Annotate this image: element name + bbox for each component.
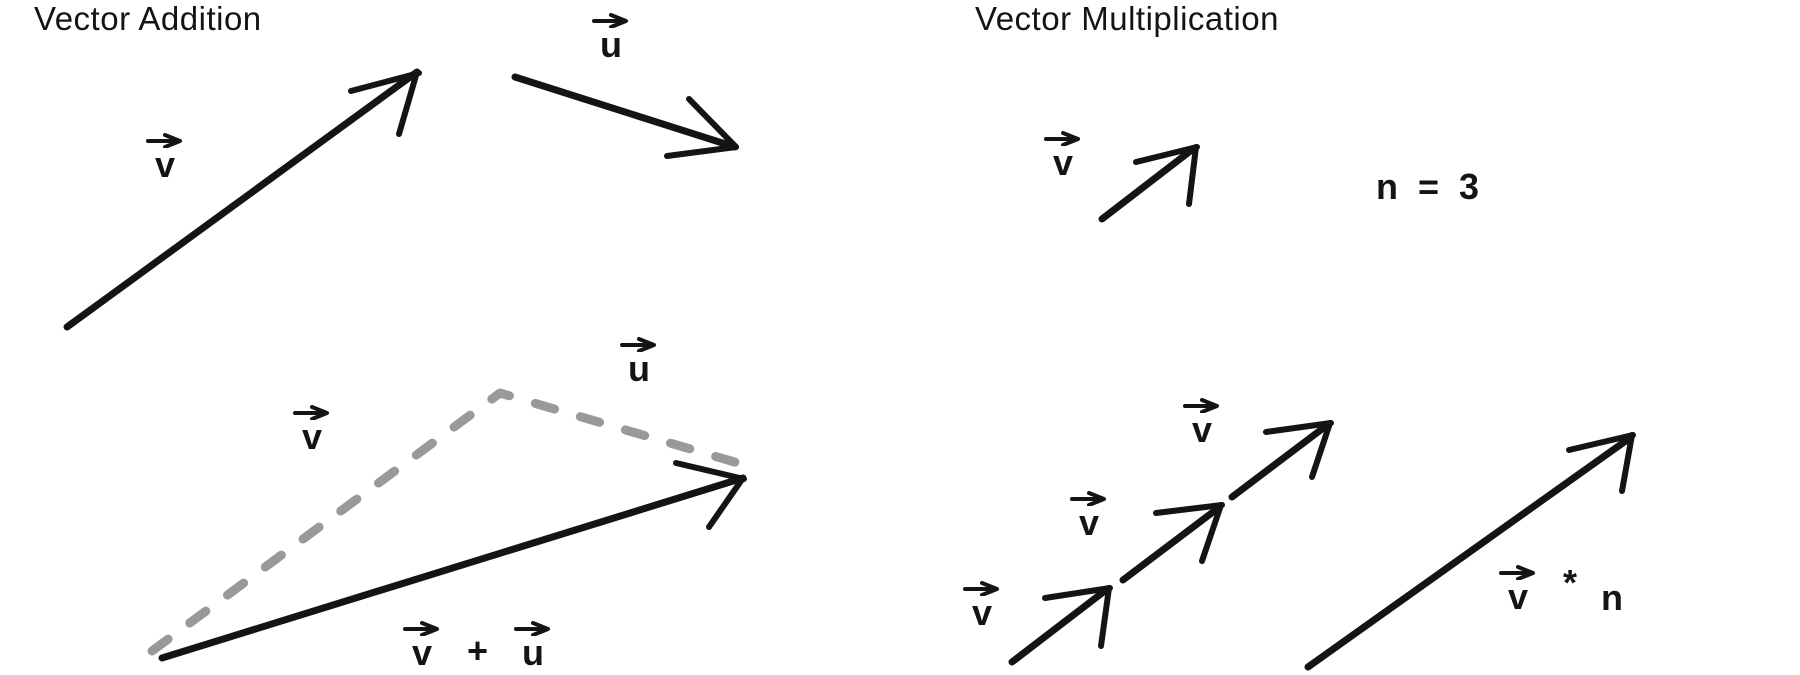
label-product-v: v: [1497, 564, 1539, 617]
vector-arrow-icon: [1499, 565, 1535, 580]
n-equals-3-equation: n = 3: [1376, 166, 1480, 207]
vector-letter: u: [600, 24, 622, 65]
label-vector-u: u: [590, 12, 632, 65]
label-sum-u: u: [512, 620, 554, 673]
label-chain-v1: v: [961, 580, 1003, 633]
addition-dashed-path: [147, 388, 753, 656]
vector-arrow-icon: [514, 621, 551, 636]
vector-letter: v: [971, 592, 993, 633]
vector-arrow-icon: [592, 13, 628, 28]
vector-arrow-icon: [1070, 491, 1106, 506]
vector-letter: v: [1078, 502, 1100, 543]
addition-sum-vector-arrow: [158, 460, 747, 662]
label-right-v: v: [1042, 130, 1084, 183]
vector-letter: u: [522, 632, 545, 673]
chain-vector-v3-arrow: [1228, 420, 1334, 501]
vector-arrow-icon: [403, 621, 439, 636]
vector-letter: v: [1507, 576, 1529, 617]
vector-letter: v: [1052, 142, 1074, 183]
star-operator: *: [1563, 562, 1578, 604]
vector-letter: v: [301, 416, 323, 457]
label-sum-expression: v + u: [401, 620, 554, 673]
label-chain-v2: v: [1068, 490, 1110, 543]
label-dashed-u: u: [618, 336, 660, 389]
vector-letter: v: [1191, 409, 1213, 450]
right-panel-title: Vector Multiplication: [975, 0, 1279, 37]
vector-arrow-icon: [620, 337, 656, 352]
plus-operator: +: [467, 630, 489, 672]
vector-arrow-icon: [146, 133, 182, 148]
label-chain-v3: v: [1181, 397, 1223, 450]
vector-letter: u: [628, 348, 650, 389]
product-vector-arrow: [1304, 432, 1636, 671]
left-vector-u-arrow: [511, 73, 739, 159]
vector-arrow-icon: [293, 405, 329, 420]
chain-vector-v1-arrow: [1008, 585, 1113, 666]
label-dashed-v: v: [291, 404, 333, 457]
vector-arrow-icon: [1183, 398, 1219, 413]
scalar-n-letter: n: [1601, 577, 1624, 619]
vector-letter: v: [411, 632, 433, 673]
label-product-expression: v * n: [1497, 562, 1624, 619]
vector-letter: v: [154, 144, 176, 185]
left-vector-v-arrow: [63, 68, 422, 331]
chain-vector-v2-arrow: [1119, 502, 1225, 584]
vector-arrow-icon: [1044, 131, 1080, 146]
vector-arrow-icon: [963, 581, 999, 596]
left-panel-title: Vector Addition: [34, 0, 262, 37]
label-sum-v: v: [401, 620, 443, 673]
label-vector-v: v: [144, 132, 186, 185]
right-vector-v-arrow: [1098, 144, 1200, 223]
